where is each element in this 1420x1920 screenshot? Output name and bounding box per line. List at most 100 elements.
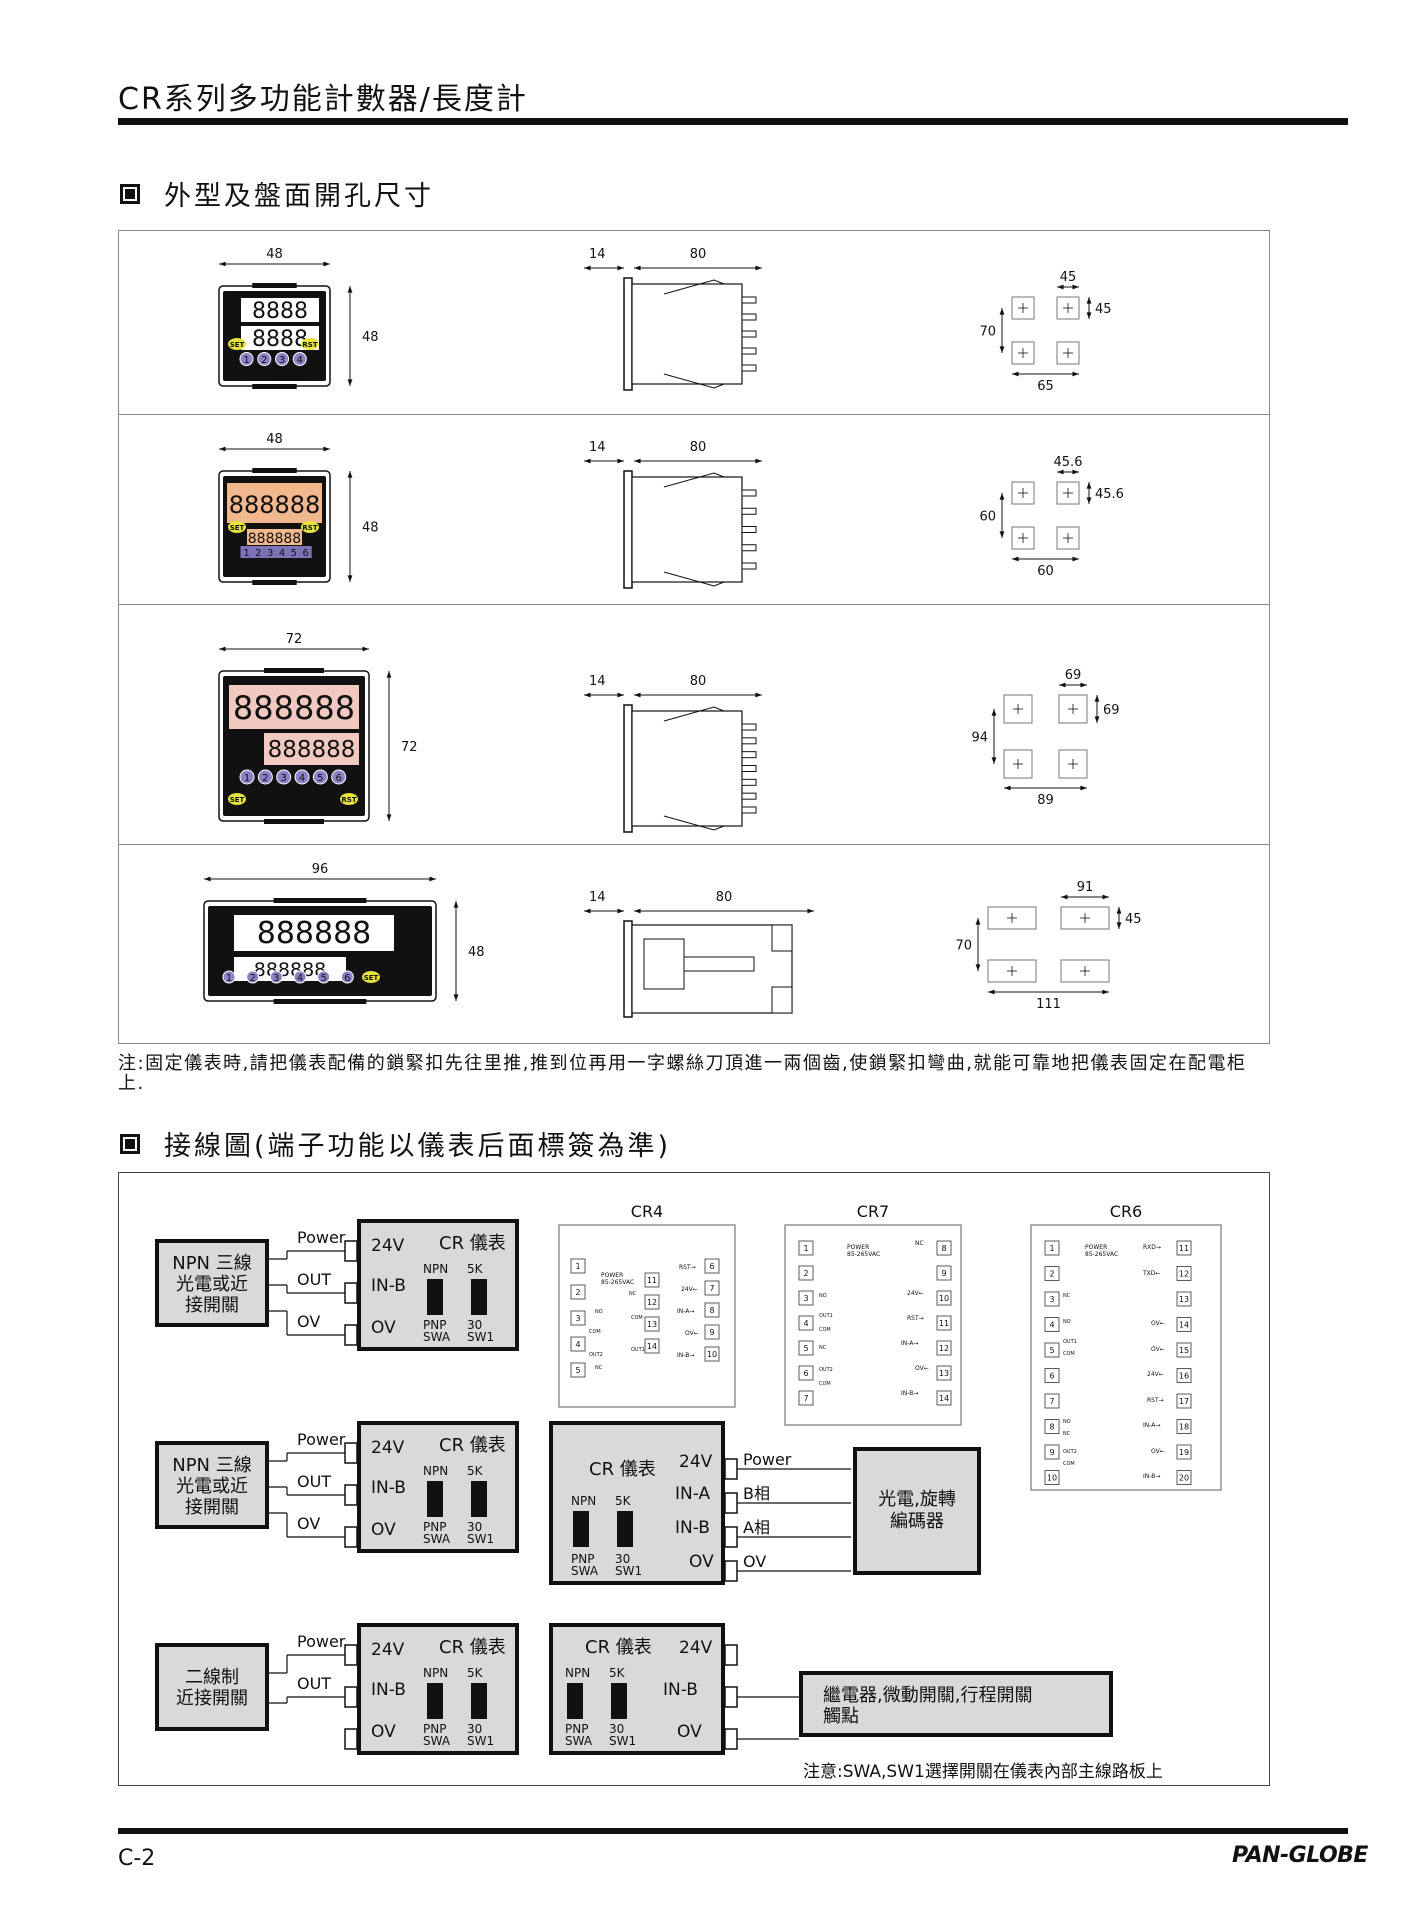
arrowhead-icon (219, 646, 226, 652)
cr7-terminal-panel-title: CR7 (857, 1202, 889, 1221)
cr4-terminal-panel-title: CR4 (631, 1202, 663, 1221)
pv-digits: 888888 (257, 916, 372, 951)
side-clip (663, 279, 725, 295)
terminal-number: 4 (1049, 1321, 1054, 1330)
terminal-number: 9 (941, 1269, 946, 1278)
cr4-com: COM (631, 1315, 643, 1321)
key-button (292, 352, 307, 366)
cutout-width-value: 45 (1060, 270, 1077, 285)
key-button (317, 970, 331, 984)
arrowhead-icon (1057, 284, 1064, 290)
arrowhead-icon (755, 265, 762, 271)
pnp-label: PNP (423, 1520, 446, 1534)
pv-display (234, 915, 394, 951)
side-clip (663, 706, 725, 722)
side-body (631, 476, 743, 583)
key-number: 1 (243, 355, 249, 366)
meter-ov: OV (689, 1552, 714, 1572)
arrowhead-icon (999, 531, 1005, 538)
mounting-note: 注:固定儀表時,請把儀表配備的鎖緊扣先往里推,推到位再用一字螺絲刀頂進一兩個齒,… (118, 1053, 1247, 1094)
cr6-com: COM (1063, 1351, 1075, 1357)
sv-digits: 888888 (268, 737, 356, 763)
dip-switch-icon (471, 1481, 487, 1517)
key-button (240, 546, 253, 558)
wire-label: OUT (297, 1270, 331, 1289)
arrowhead-icon (584, 265, 591, 271)
arrowhead-icon (617, 908, 624, 914)
arrowhead-icon (634, 692, 641, 698)
wire-label: OUT (297, 1674, 331, 1693)
meter-bottom-tab (252, 580, 297, 585)
sensor-two-wire-text: 二線制 (185, 1667, 239, 1688)
terminal-number: 6 (1049, 1372, 1054, 1381)
key-number: 4 (299, 773, 305, 784)
cr7-com: COM (819, 1327, 831, 1333)
side-bezel (623, 470, 633, 589)
cr6-out2: OUT2 (1063, 1449, 1077, 1455)
terminal-number: 7 (803, 1394, 808, 1403)
terminal-number: 1 (1049, 1244, 1054, 1253)
cr4-rst: RST→ (679, 1264, 696, 1271)
cr7-nc: NC (819, 1345, 827, 1351)
meter-inb: IN-B (371, 1276, 406, 1296)
arrowhead-icon (807, 908, 814, 914)
meter-top-tab (264, 668, 324, 673)
meter-24v: 24V (371, 1236, 405, 1256)
arrowhead-icon (617, 265, 624, 271)
cr7-power: 85-265VAC (847, 1251, 880, 1258)
arrowhead-icon (386, 671, 392, 678)
encoder-text: 編碼器 (890, 1511, 944, 1532)
terminal-number: 12 (647, 1298, 657, 1307)
sensor-npn-2-text: 接開關 (185, 1497, 239, 1518)
key-number: 3 (267, 548, 273, 559)
arrowhead-icon (1086, 497, 1092, 504)
meter-bottom-tab (252, 384, 297, 389)
side-fin (741, 330, 757, 338)
dip-switch-icon (427, 1481, 443, 1517)
terminal (570, 1362, 586, 1378)
terminal (798, 1390, 814, 1406)
cr4-24v: 24V← (681, 1286, 698, 1293)
terminal-number: 3 (1049, 1295, 1054, 1304)
meter-ina: IN-A (675, 1484, 710, 1504)
wire-label: OV (297, 1312, 320, 1331)
side-bezel (623, 704, 633, 833)
v30-label: 30 (467, 1318, 482, 1332)
row-divider (119, 604, 1269, 605)
arrowhead-icon (1086, 482, 1092, 489)
arrowhead-icon (999, 346, 1005, 353)
arrowhead-icon (1086, 297, 1092, 304)
encoder-box (853, 1447, 981, 1575)
key-button (252, 546, 265, 558)
cr6-ina: IN-A→ (1143, 1422, 1160, 1429)
pv-display (227, 483, 322, 523)
side-fin (741, 737, 757, 745)
terminal (704, 1280, 720, 1296)
terminal-block (344, 1240, 358, 1262)
v30-label: 30 (467, 1520, 482, 1534)
terminal (1176, 1419, 1192, 1434)
set-button (228, 793, 246, 805)
key-number: 3 (279, 355, 285, 366)
terminal-number: 4 (575, 1340, 580, 1349)
terminal-number: 2 (803, 1269, 808, 1278)
terminal-number: 8 (1049, 1423, 1054, 1432)
arrowhead-icon (362, 646, 369, 652)
terminal-number: 7 (1049, 1397, 1054, 1406)
cr6-rst: RST→ (1147, 1397, 1164, 1404)
sensor-npn-1-text: 接開關 (185, 1295, 239, 1316)
terminal (644, 1294, 660, 1310)
pnp-label: PNP (571, 1552, 594, 1566)
terminal-number: 13 (939, 1369, 949, 1378)
terminal (798, 1315, 814, 1331)
terminal (936, 1340, 952, 1356)
pv-display (229, 685, 359, 729)
cutout-height-value: 45 (1125, 912, 1142, 927)
set-label: SET (230, 524, 245, 532)
side-body (631, 710, 743, 827)
terminal (1044, 1368, 1060, 1383)
key-number: 5 (320, 973, 326, 984)
set-label: SET (230, 796, 245, 804)
key-number: 5 (291, 548, 297, 559)
